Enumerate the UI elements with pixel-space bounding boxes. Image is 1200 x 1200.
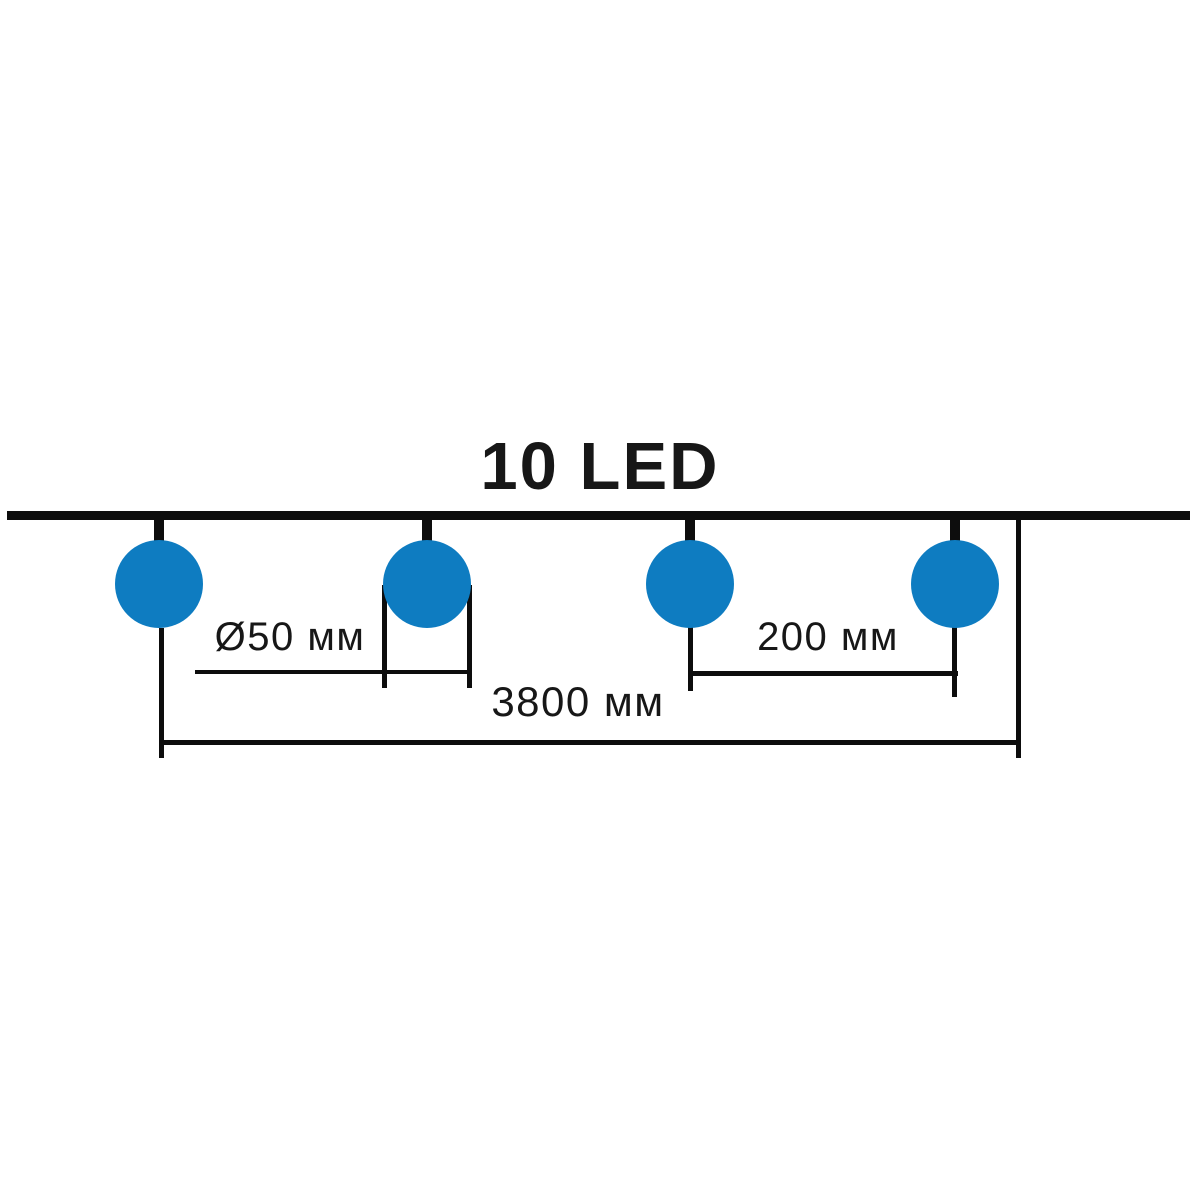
led-bulb: [115, 540, 203, 628]
dimension-tick: [1016, 511, 1021, 758]
diagram-title: 10 LED: [480, 429, 720, 504]
bulb-stem: [685, 519, 695, 542]
dimension-tick: [159, 628, 164, 758]
bulb-stem: [950, 519, 960, 542]
led-bulb: [911, 540, 999, 628]
dimension-tick: [688, 627, 693, 691]
wire-line: [7, 511, 1190, 520]
bulb-stem: [154, 519, 164, 542]
bulb-stem: [422, 519, 432, 542]
led-bulb: [383, 540, 471, 628]
dimension-line: [162, 740, 1020, 745]
diameter-label: Ø50 мм: [214, 615, 366, 659]
dimension-tick: [952, 627, 957, 697]
dimension-line: [688, 671, 958, 676]
length-label: 3800 мм: [491, 678, 665, 725]
spacing-label: 200 мм: [757, 615, 899, 659]
dimension-line: [195, 670, 472, 674]
dimension-tick: [467, 585, 472, 688]
led-bulb: [646, 540, 734, 628]
dimension-tick: [382, 585, 387, 688]
